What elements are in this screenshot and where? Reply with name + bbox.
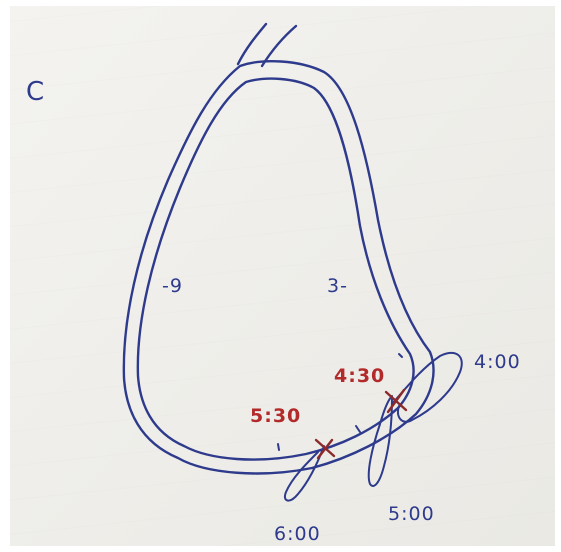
clock-label-9: -9: [162, 275, 183, 297]
panel-label: C: [26, 77, 45, 107]
marker-x-5-30: [316, 440, 334, 458]
marker-label-5-30: 5:30: [250, 405, 301, 427]
loop-4-00: [392, 353, 462, 422]
clock-label-4-00: 4:00: [474, 351, 521, 373]
tick-mark: [278, 444, 279, 450]
marker-label-4-30: 4:30: [334, 365, 385, 387]
clock-label-5-00: 5:00: [388, 503, 435, 525]
tick-mark: [356, 426, 360, 432]
inner-outline: [138, 79, 414, 460]
clock-label-6-00: 6:00: [274, 523, 321, 545]
clock-label-3: 3-: [327, 275, 348, 297]
stem-right: [262, 26, 296, 66]
tick-mark: [399, 354, 402, 357]
stem-left: [238, 24, 266, 64]
